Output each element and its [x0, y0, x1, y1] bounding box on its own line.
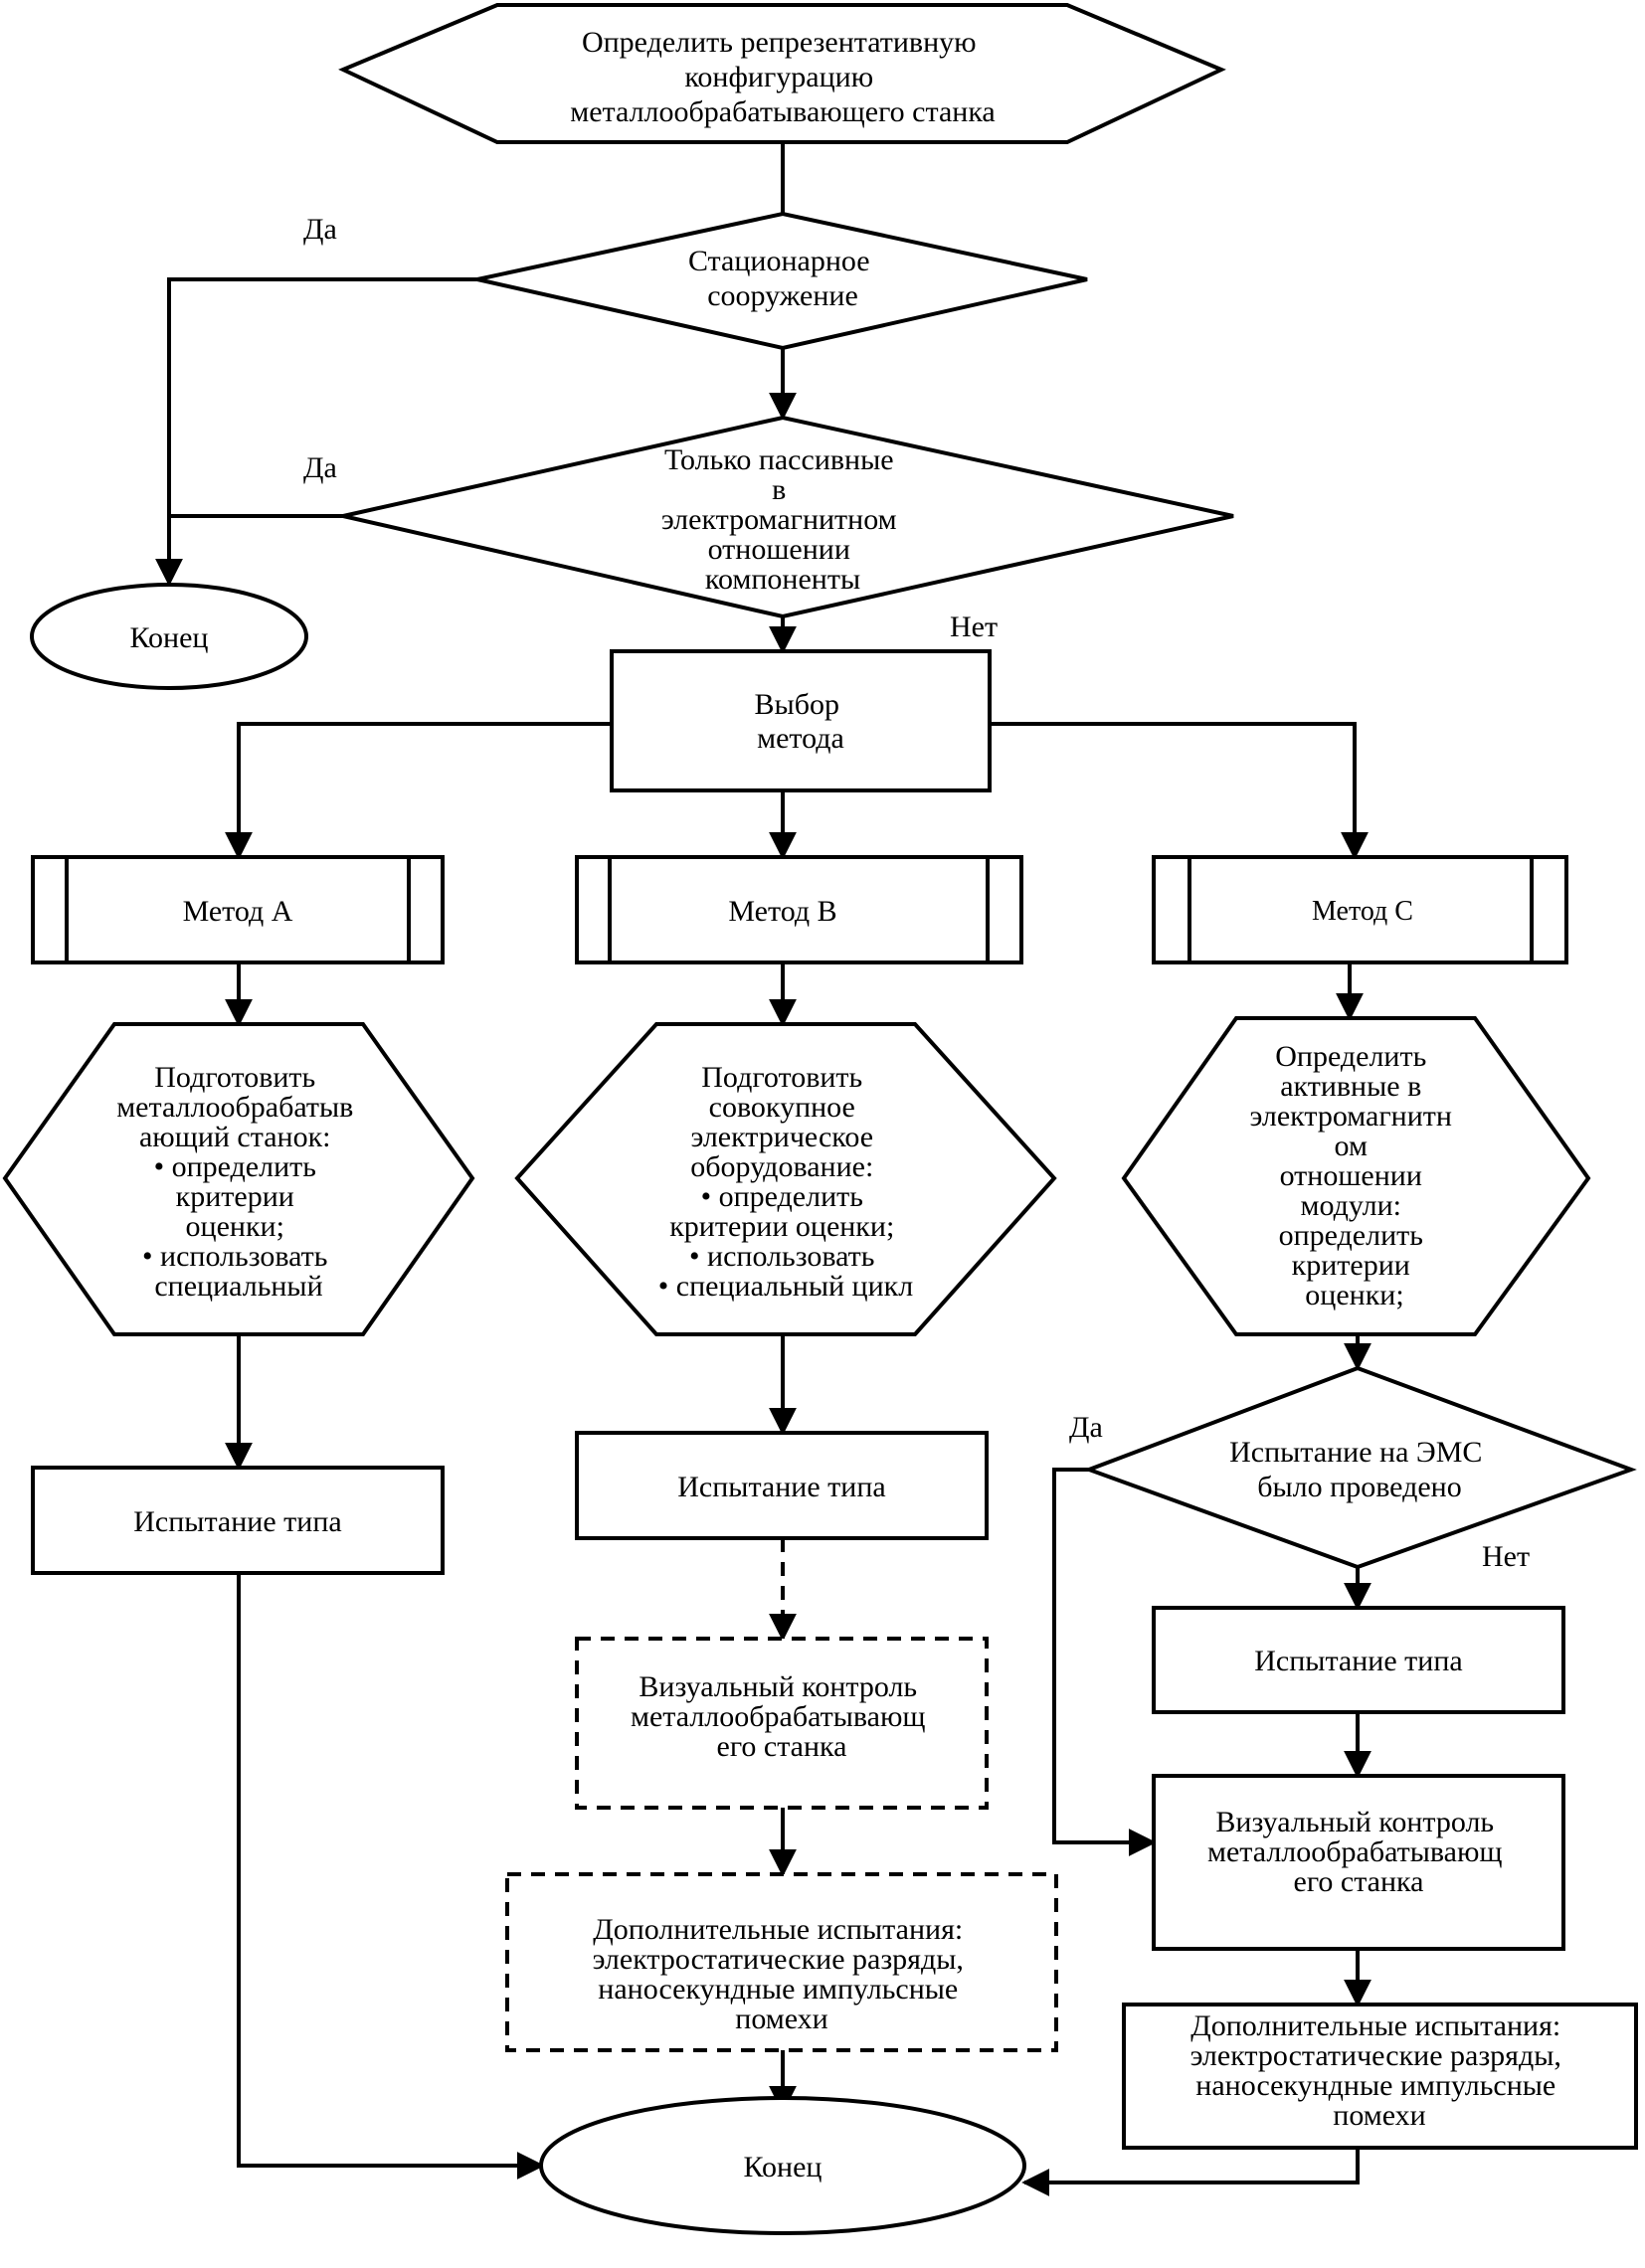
connector-select-method-a — [225, 722, 612, 860]
visual-c-text: Визуальный контроль металлообрабатывающ … — [1207, 1806, 1510, 1898]
end-top-text: Конец — [130, 621, 209, 654]
method-a-text: Метод А — [183, 895, 293, 928]
extra-c-text: Дополнительные испытания: электростатиче… — [1190, 2009, 1569, 2132]
type-test-a-node[interactable]: Испытание типа — [31, 1466, 445, 1575]
prep-b-text: Подготовить совокупное электрическое обо… — [658, 1061, 913, 1303]
prep-c-text: Определить активные в электромагнитн ом … — [1250, 1040, 1460, 1311]
method-a-node[interactable]: Метод А — [31, 855, 445, 964]
connector-extra-c-end — [1021, 2148, 1360, 2196]
passive-decision[interactable]: Только пассивные в электромагнитном отно… — [342, 415, 1234, 619]
visual-b-node[interactable]: Визуальный контроль металлообрабатывающ … — [575, 1637, 989, 1810]
end-bottom-node[interactable]: Конец — [539, 2096, 1026, 2235]
type-test-b-text: Испытание типа — [677, 1471, 885, 1503]
passive-decision-text-clip: Только пассивные в электромагнитном отно… — [661, 443, 904, 596]
emc-yes-label: Да — [1069, 1411, 1103, 1444]
visual-b-text: Визуальный контроль металлообрабатывающ … — [631, 1670, 933, 1763]
method-c-text: Метод С — [1312, 896, 1413, 927]
connector-test-a-end — [237, 1573, 545, 2180]
emc-decision[interactable]: Испытание на ЭМС было проведено — [1083, 1365, 1637, 1570]
passive-yes-label: Да — [303, 451, 337, 484]
stationary-yes-label: Да — [303, 213, 337, 246]
stationary-decision[interactable]: Стационарное сооружение — [476, 211, 1088, 351]
start-node[interactable]: Определить репрезентативную конфигурацию… — [338, 2, 1226, 144]
passive-no-label: Нет — [950, 611, 998, 643]
extra-b-text: Дополнительные испытания: электростатиче… — [593, 1913, 972, 2035]
end-top-node[interactable]: Конец — [30, 583, 308, 690]
type-test-c-node[interactable]: Испытание типа — [1152, 1606, 1565, 1714]
type-test-b-node[interactable]: Испытание типа — [575, 1431, 989, 1540]
emc-no-label: Нет — [1482, 1540, 1530, 1573]
prep-a-node[interactable]: Подготовить металлообрабатыв ающий стано… — [2, 1022, 475, 1336]
start-node-text: Определить репрезентативную конфигурацию… — [570, 26, 996, 128]
method-b-text: Метод В — [728, 895, 836, 928]
emc-decision-text: Испытание на ЭМС было проведено — [1229, 1436, 1490, 1503]
end-bottom-text: Конец — [744, 2151, 822, 2183]
method-select-node[interactable]: Выбор метода — [610, 649, 992, 792]
stationary-decision-text: Стационарное сооружение — [688, 245, 877, 312]
method-c-node[interactable]: Метод С — [1152, 855, 1568, 964]
prep-b-node[interactable]: Подготовить совокупное электрическое обо… — [514, 1022, 1057, 1336]
passive-decision-text: Только пассивные в электромагнитном отно… — [661, 443, 904, 596]
type-test-c-text: Испытание типа — [1254, 1645, 1462, 1677]
connector-stationary-yes-end — [155, 277, 477, 587]
method-select-text: Выбор метода — [755, 688, 847, 755]
visual-c-node[interactable]: Визуальный контроль металлообрабатывающ … — [1152, 1774, 1565, 1951]
method-b-node[interactable]: Метод В — [575, 855, 1023, 964]
connector-select-method-c — [990, 722, 1369, 860]
extra-b-node[interactable]: Дополнительные испытания: электростатиче… — [505, 1872, 1058, 2052]
extra-c-node[interactable]: Дополнительные испытания: электростатиче… — [1122, 2003, 1638, 2150]
prep-c-node[interactable]: Определить активные в электромагнитн ом … — [1121, 1016, 1591, 1336]
prep-a-text: Подготовить металлообрабатыв ающий стано… — [116, 1061, 361, 1303]
connector-emc-yes-visual — [1052, 1468, 1157, 1856]
type-test-a-text: Испытание типа — [133, 1505, 341, 1538]
